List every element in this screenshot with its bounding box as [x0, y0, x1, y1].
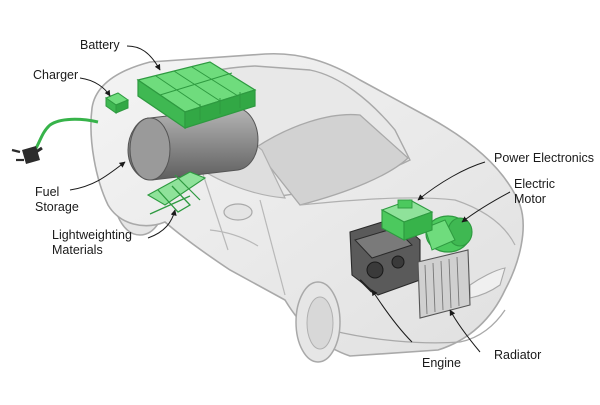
plug-icon — [11, 146, 43, 164]
front-wheel — [295, 281, 341, 363]
leader-radiator — [449, 309, 481, 353]
charger-unit — [104, 92, 130, 114]
label-fuel-storage-line-1: Fuel — [35, 185, 60, 199]
leader-power-electronics — [417, 161, 486, 201]
radiator — [417, 249, 471, 319]
leader-lines — [69, 45, 511, 353]
leader-lightweighting — [147, 209, 177, 239]
lightweighting-frame — [146, 171, 207, 215]
label-fuel-storage-line-2: Storage — [35, 200, 79, 214]
label-fuel-storage: Fuel Storage — [35, 185, 79, 215]
label-engine: Engine — [422, 356, 461, 370]
power-electronics-unit — [380, 199, 434, 241]
label-lightweighting-line-2: Materials — [52, 243, 103, 257]
label-electric-motor-line-2: Motor — [514, 192, 546, 206]
leader-electric-motor — [461, 191, 511, 223]
charging-cable — [33, 117, 99, 151]
label-radiator: Radiator — [494, 348, 542, 362]
label-battery: Battery — [80, 38, 120, 52]
leader-battery — [126, 45, 161, 71]
label-lightweighting-line-1: Lightweighting — [52, 228, 132, 242]
fuel-storage-tank — [127, 107, 259, 181]
battery-pack — [136, 61, 257, 130]
label-lightweighting: Lightweighting Materials — [52, 228, 132, 258]
label-power-electronics: Power Electronics — [494, 151, 595, 165]
label-electric-motor: Electric Motor — [514, 177, 555, 207]
label-charger: Charger — [33, 68, 79, 82]
leader-charger — [79, 77, 111, 97]
leader-fuel-storage — [69, 161, 126, 191]
leader-engine — [371, 289, 413, 343]
label-electric-motor-line-1: Electric — [514, 177, 555, 191]
